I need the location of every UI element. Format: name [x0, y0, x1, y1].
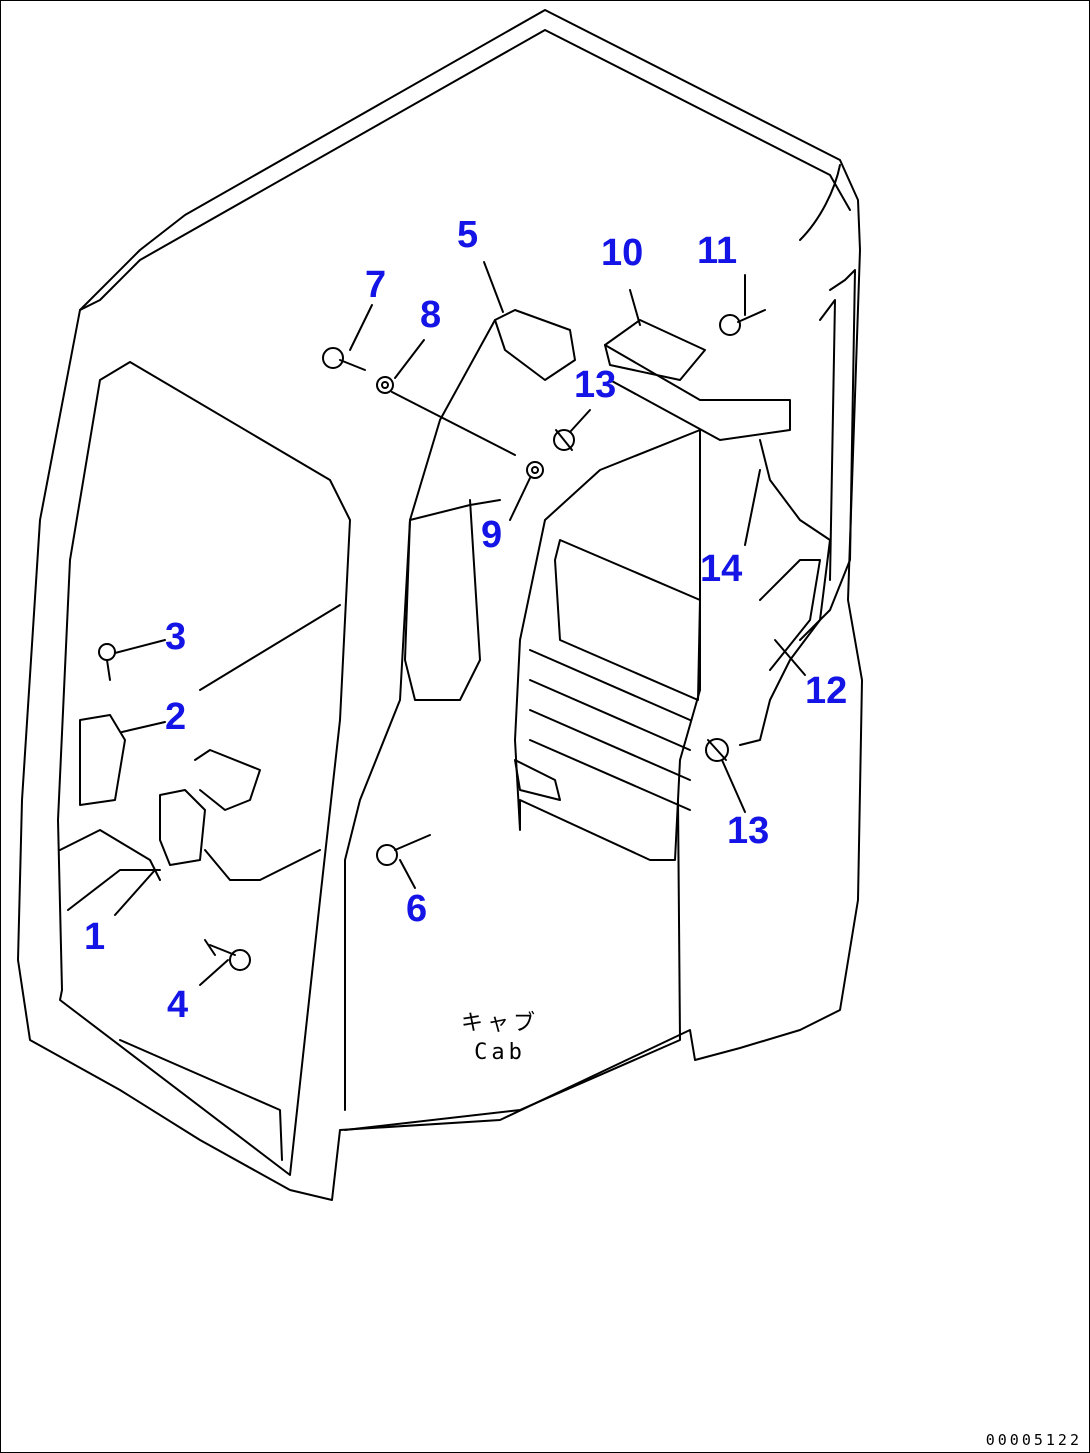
bolt-7-icon — [322, 347, 366, 371]
dash-line — [199, 604, 341, 691]
right-pillar — [799, 269, 856, 641]
leader-3 — [114, 639, 166, 654]
callout-8: 8 — [420, 294, 442, 336]
callout-9: 9 — [481, 514, 503, 556]
callout-13a: 13 — [574, 364, 617, 406]
floor-edge — [344, 799, 681, 1131]
callout-1: 1 — [84, 916, 106, 958]
bolt-11-icon — [719, 309, 766, 336]
leader-2 — [121, 721, 166, 733]
callout-11: 11 — [697, 230, 738, 272]
cab-roof-edge — [79, 29, 851, 311]
front-duct-3d — [194, 749, 261, 811]
clamp-13a-icon — [553, 429, 575, 451]
front-duct-1 — [159, 789, 206, 866]
duct-12 — [759, 559, 821, 671]
front-duct-2 — [79, 714, 126, 806]
rear-window — [554, 539, 701, 701]
front-vent-line — [59, 829, 161, 881]
duct-10-body — [604, 344, 791, 441]
leader-1 — [114, 869, 156, 916]
washer-9-icon — [526, 461, 544, 479]
front-window-sill — [119, 1039, 283, 1161]
document-number: 00005122 — [985, 1431, 1082, 1449]
leader-10 — [629, 289, 641, 326]
cab-label-en: Cab — [474, 1040, 526, 1065]
callout-13b: 13 — [727, 810, 770, 852]
leader-12 — [774, 639, 806, 676]
rear-vent-1 — [529, 649, 691, 721]
cab-label-jp: キャブ — [460, 1011, 539, 1036]
callout-14: 14 — [700, 548, 743, 590]
callout-4: 4 — [167, 984, 189, 1026]
leader-13a — [569, 409, 591, 433]
leader-4 — [199, 959, 229, 986]
front-window — [57, 361, 351, 1176]
leader-13b — [721, 759, 746, 813]
callout-12: 12 — [805, 670, 848, 712]
cab-outline — [17, 9, 863, 1201]
bolt-4-icon — [204, 939, 251, 971]
rear-vent-3 — [529, 709, 691, 781]
duct-10 — [604, 319, 706, 381]
front-lower-line — [67, 869, 161, 911]
callout-7: 7 — [365, 264, 387, 306]
right-pillar-inner — [819, 299, 836, 581]
leader-14 — [744, 469, 761, 546]
leader-5 — [483, 261, 504, 313]
callout-3: 3 — [165, 616, 187, 658]
rear-base — [514, 759, 561, 801]
rear-panel — [514, 429, 701, 861]
front-duct-pipe — [204, 849, 321, 881]
bolt-6-icon — [376, 834, 431, 866]
duct-5-pipe — [404, 319, 496, 701]
rear-vent-4 — [529, 739, 691, 811]
duct-14 — [739, 439, 831, 746]
leader-7 — [349, 304, 373, 351]
callout-6: 6 — [406, 888, 428, 930]
leader-8b — [391, 391, 516, 456]
washer-8-icon — [376, 376, 394, 394]
callout-5: 5 — [457, 214, 479, 256]
clamp-13b-icon — [705, 738, 729, 762]
leader-8 — [394, 339, 425, 379]
duct-5 — [494, 309, 576, 381]
callout-10: 10 — [601, 232, 644, 274]
leader-6 — [399, 859, 416, 889]
callout-2: 2 — [165, 696, 187, 738]
bolt-3-icon — [98, 643, 116, 681]
leader-9 — [509, 477, 531, 521]
cab-roof-curve — [799, 164, 841, 241]
rear-vent-2 — [529, 679, 691, 751]
